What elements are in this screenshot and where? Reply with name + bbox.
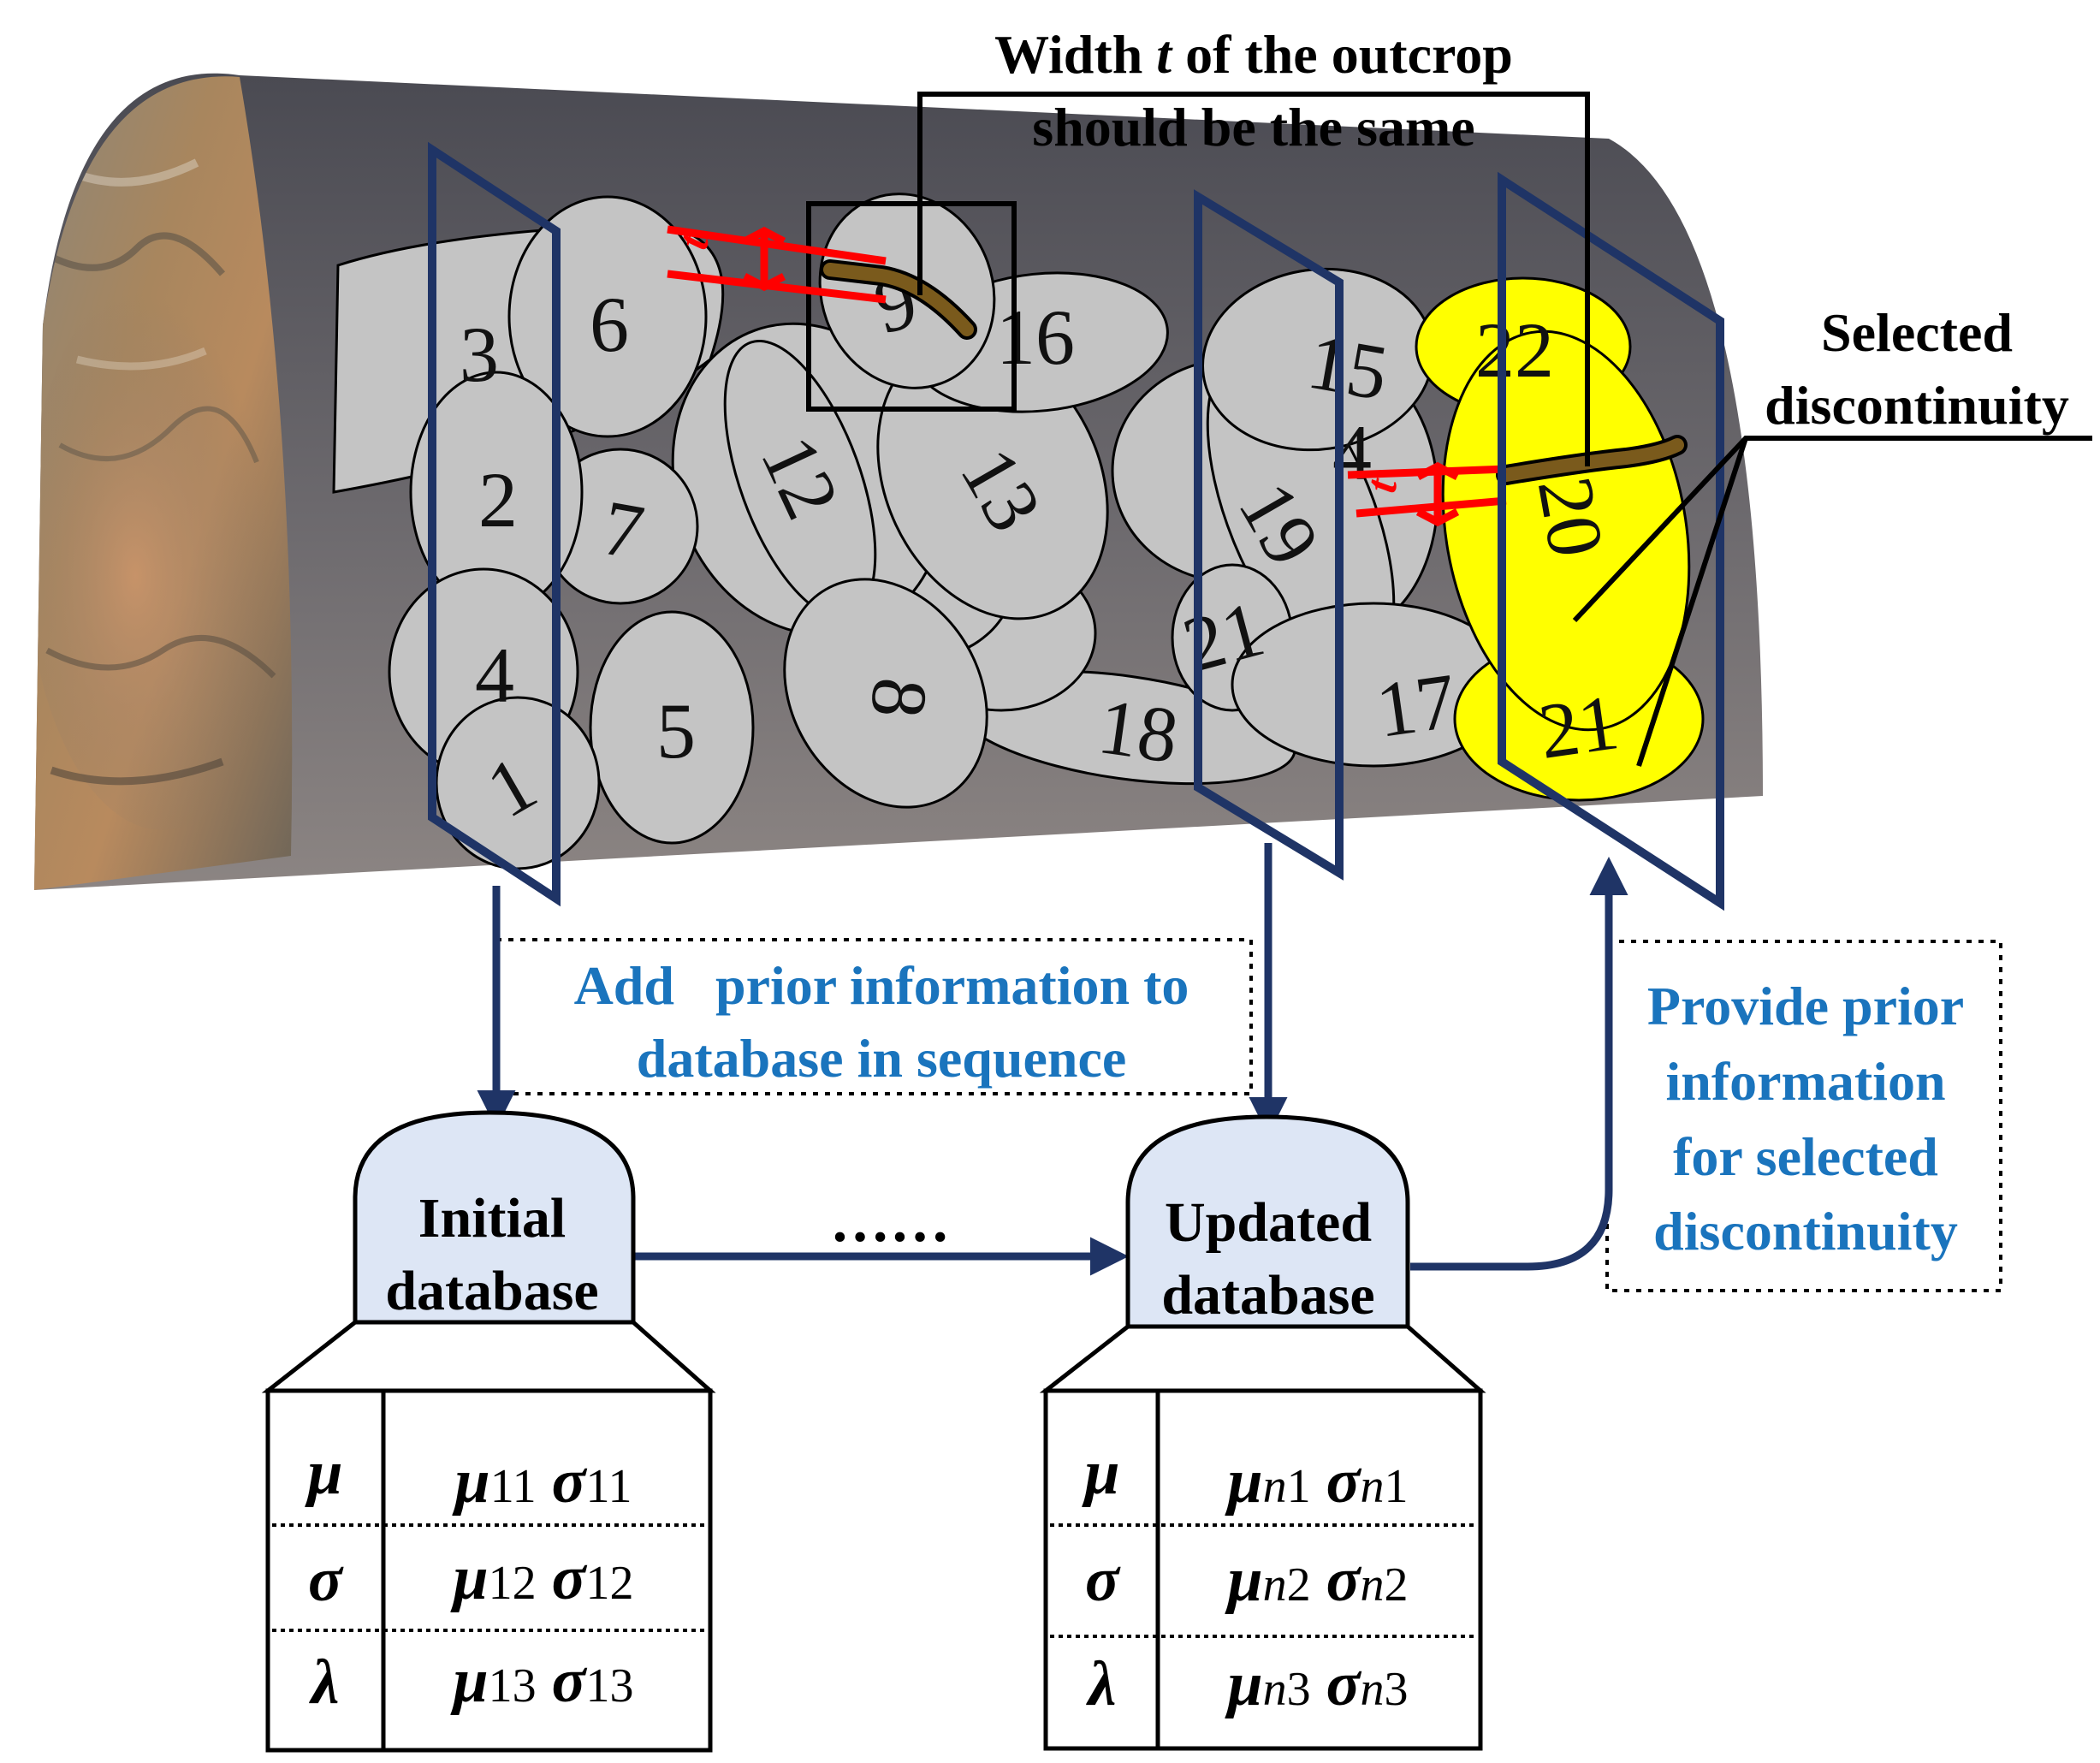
section-plane-3 xyxy=(1498,171,1724,911)
initial-param-sigma: σ xyxy=(308,1545,344,1615)
updated-database-title-1: Updated xyxy=(1165,1191,1372,1254)
initial-param-mu: μ xyxy=(304,1438,342,1508)
initial-database-title-1: Initial xyxy=(418,1187,566,1250)
updated-param-mu: μ xyxy=(1081,1438,1119,1508)
outcrop-highlight-box xyxy=(806,201,1017,412)
provide-info-line3: for selected xyxy=(1673,1126,1938,1187)
selected-label-line1: Selected xyxy=(1821,302,2013,363)
provide-info-line2: information xyxy=(1665,1051,1945,1112)
add-info-line1: Add prior information to xyxy=(574,955,1189,1016)
updated-database-table xyxy=(1043,1388,1483,1751)
block-label-3: 3 xyxy=(460,311,499,398)
width-marker-right xyxy=(1347,461,1507,527)
block-label-18: 18 xyxy=(1093,682,1183,780)
provide-info-line4: discontinuity xyxy=(1653,1201,1958,1261)
block-label-8: 8 xyxy=(854,674,945,721)
initial-database-connector xyxy=(261,1321,716,1393)
initial-param-lambda: λ xyxy=(309,1647,340,1718)
width-leader-line xyxy=(917,92,1590,466)
width-title-line1: Width t of the outcrop xyxy=(994,24,1513,85)
block-label-5: 5 xyxy=(656,687,696,775)
sequence-dots: …… xyxy=(830,1189,950,1255)
block-label-21b: 21 xyxy=(1533,678,1623,775)
width-title-line2: should be the same xyxy=(1032,97,1474,157)
face-texture xyxy=(34,158,291,830)
provide-info-line1: Provide prior xyxy=(1647,976,1964,1036)
updated-param-sigma: σ xyxy=(1085,1545,1121,1615)
selected-label-line2: discontinuity xyxy=(1765,375,2069,436)
section-plane-2 xyxy=(1194,189,1344,881)
block-label-16: 16 xyxy=(996,294,1075,381)
initial-database-title-2: database xyxy=(385,1260,598,1322)
block-label-4: 4 xyxy=(475,632,514,719)
updated-param-lambda: λ xyxy=(1086,1649,1117,1719)
discontinuity-trace-right-fill xyxy=(1499,438,1684,482)
block-5 xyxy=(589,610,755,845)
block-label-6: 6 xyxy=(590,281,629,368)
initial-database-header xyxy=(353,1110,636,1325)
block-label-15: 15 xyxy=(1302,318,1394,417)
updated-database-connector xyxy=(1039,1325,1486,1393)
add-info-line2: database in sequence xyxy=(637,1028,1127,1089)
block-label-17: 17 xyxy=(1371,656,1461,754)
section-plane-1 xyxy=(428,141,561,907)
updated-database-title-2: database xyxy=(1161,1264,1374,1327)
updated-database-header xyxy=(1125,1114,1410,1329)
block-label-22: 22 xyxy=(1475,306,1554,394)
arrow-updated-to-selected xyxy=(1410,857,1628,1271)
block-label-20: 20 xyxy=(1522,471,1621,563)
selected-leader-line-2 xyxy=(1636,437,1748,767)
block-label-2: 2 xyxy=(478,456,518,543)
initial-database-table xyxy=(265,1388,713,1753)
block-8 xyxy=(783,578,988,809)
width-marker-left xyxy=(667,225,887,304)
